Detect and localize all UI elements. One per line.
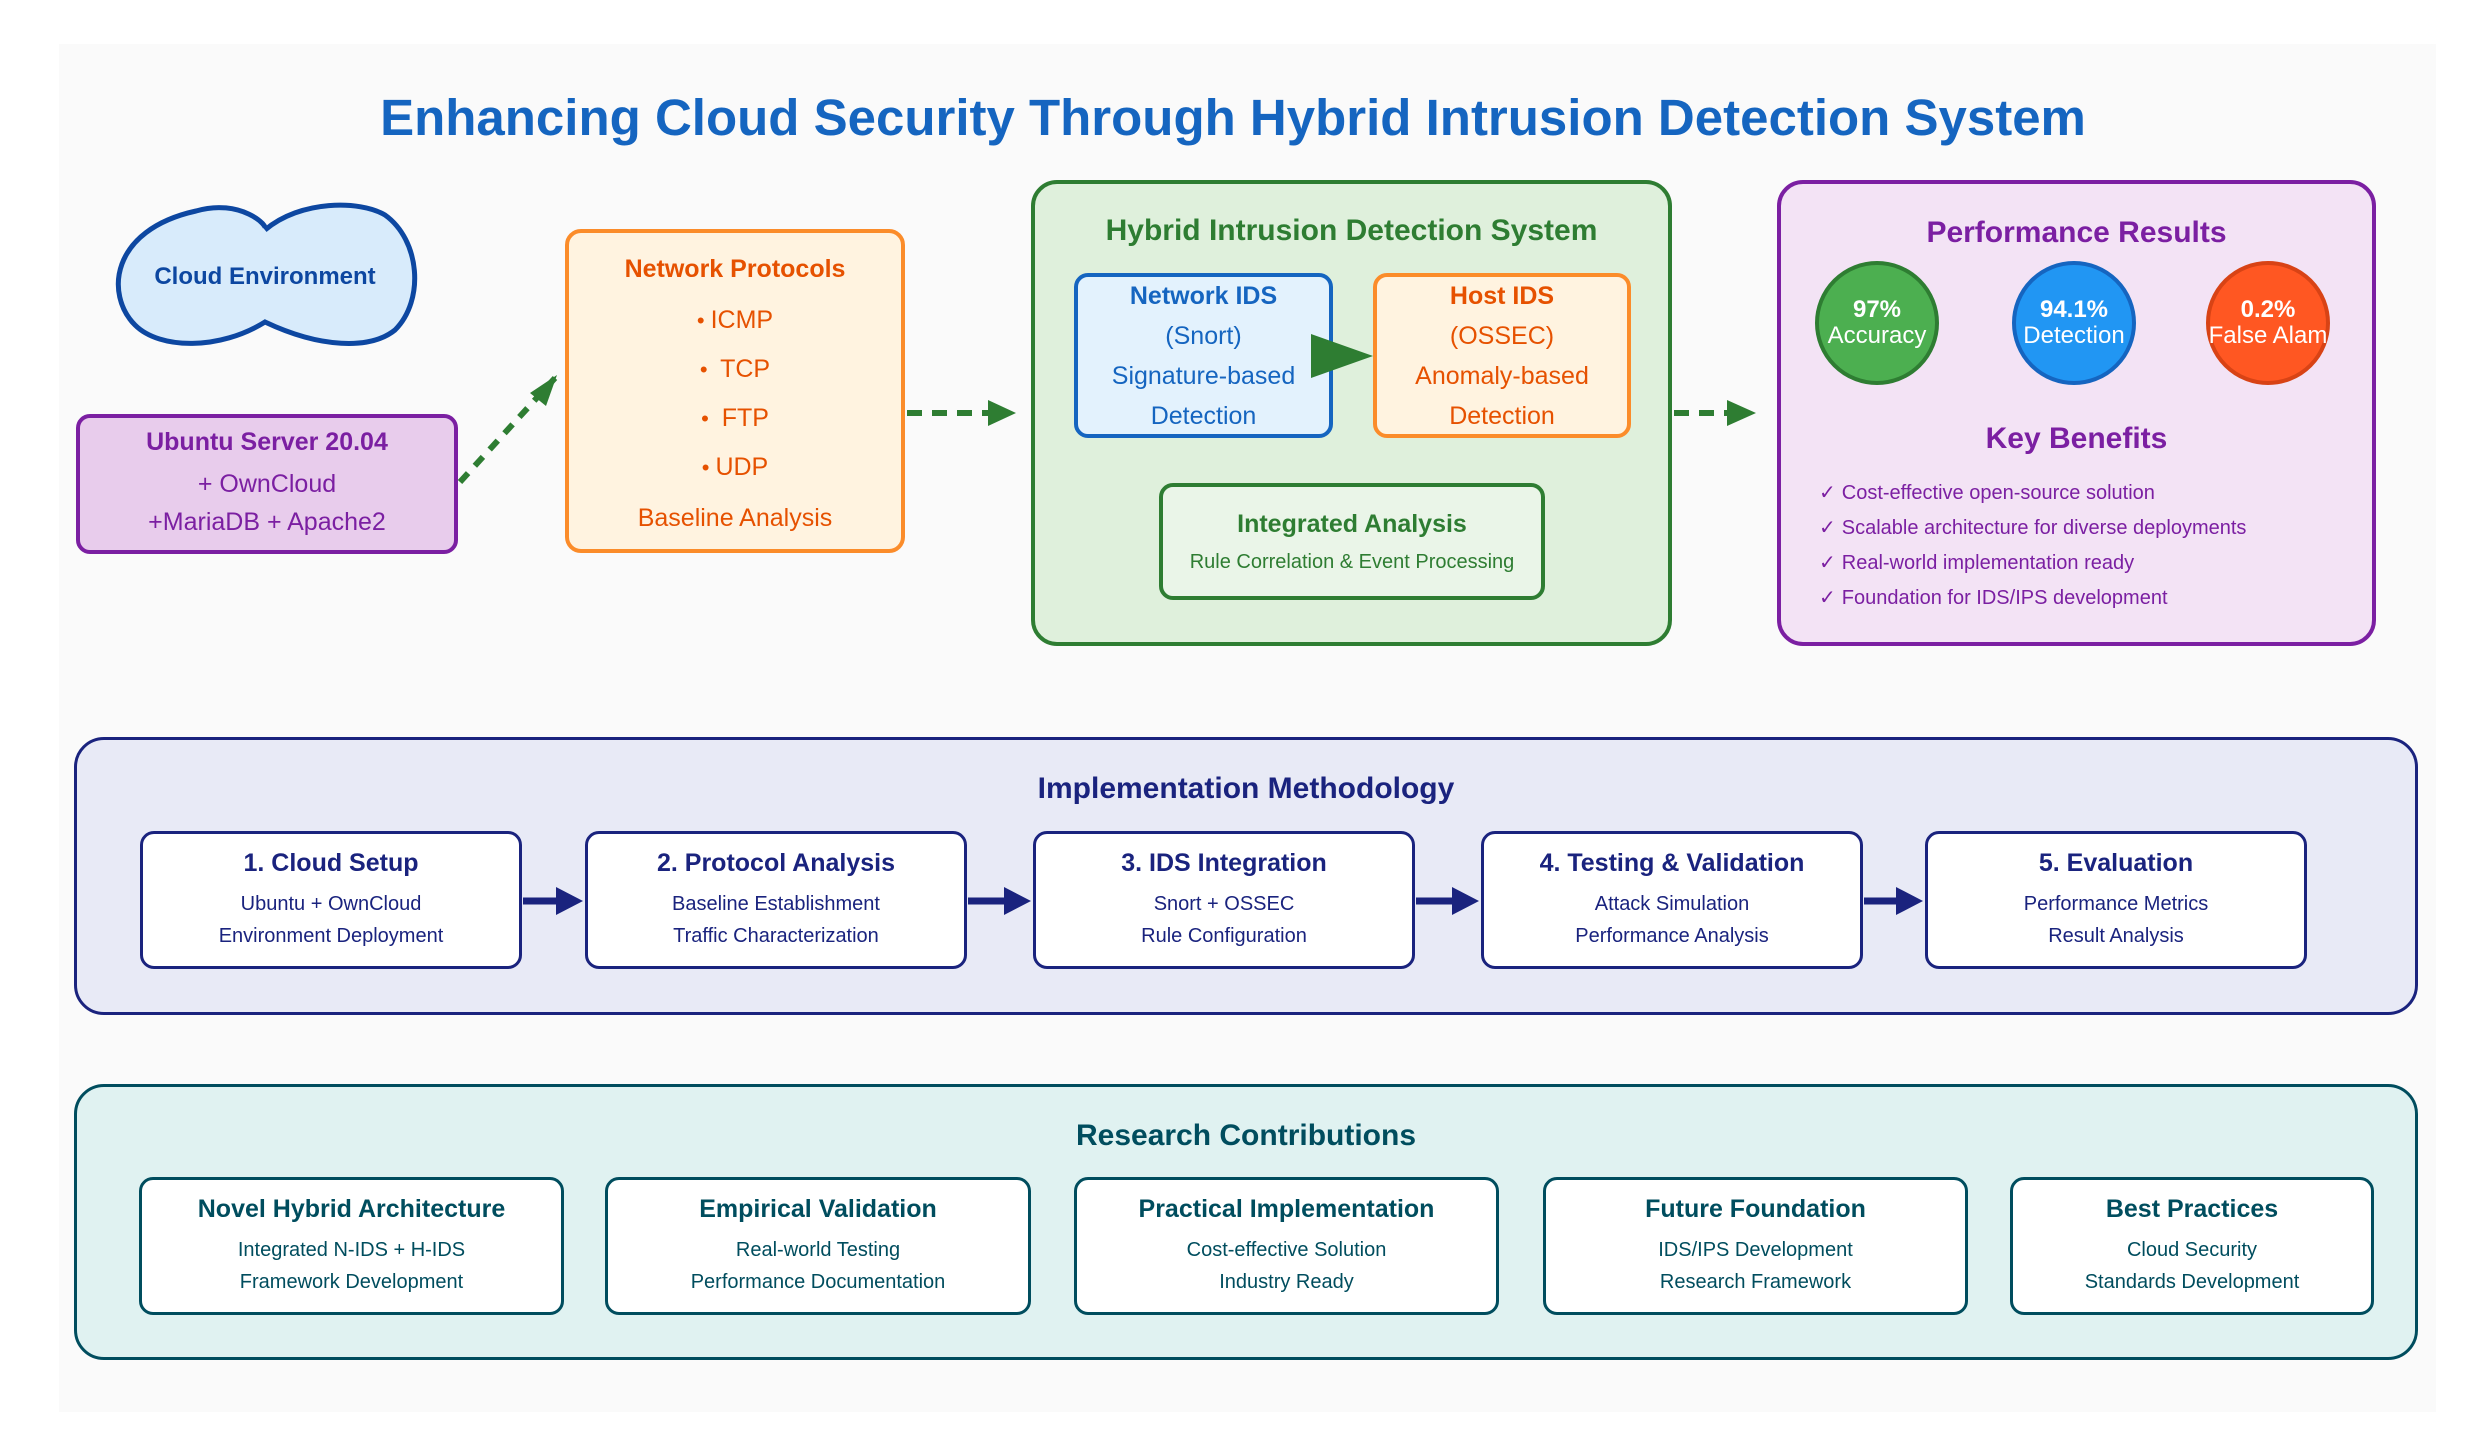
method-step: 4. Testing & Validation Attack Simulatio… <box>1481 831 1863 969</box>
step-line: Performance Analysis <box>1575 924 1769 947</box>
bullet-icon: • <box>696 308 705 333</box>
step-line: Rule Configuration <box>1141 924 1307 947</box>
card-line: Performance Documentation <box>690 1270 946 1293</box>
check-icon: ✓ <box>1819 482 1836 504</box>
protocols-box: Network Protocols •ICMP • TCP • FTP •UDP… <box>565 229 905 553</box>
benefit-item: ✓Foundation for IDS/IPS development <box>1819 587 2168 609</box>
host-ids-title: Host IDS <box>1449 281 1555 310</box>
metric-label: False Alam <box>2208 322 2328 349</box>
bullet-icon: • <box>701 455 710 480</box>
integrated-title: Integrated Analysis <box>1237 509 1467 538</box>
protocols-footer: Baseline Analysis <box>637 504 833 532</box>
method-step: 2. Protocol Analysis Baseline Establishm… <box>585 831 967 969</box>
step-line: Performance Metrics <box>2023 892 2209 915</box>
server-box: Ubuntu Server 20.04 + OwnCloud +MariaDB … <box>76 414 458 554</box>
card-line: Cloud Security <box>2126 1238 2258 1261</box>
card-line: Framework Development <box>239 1270 464 1293</box>
integrated-analysis-box: Integrated Analysis Rule Correlation & E… <box>1159 483 1545 600</box>
card-title: Empirical Validation <box>699 1194 937 1223</box>
step-title: 1. Cloud Setup <box>243 848 419 877</box>
card-title: Best Practices <box>2105 1194 2279 1223</box>
key-benefits-title: Key Benefits <box>1985 422 2168 455</box>
card-line: Integrated N-IDS + H-IDS <box>237 1238 466 1261</box>
protocol-item: • TCP <box>699 355 771 383</box>
step-line: Result Analysis <box>2048 924 2184 947</box>
metric-label: Accuracy <box>1827 322 1927 349</box>
host-ids-line: (OSSEC) <box>1449 321 1555 350</box>
protocols-title: Network Protocols <box>624 255 846 283</box>
methodology-title: Implementation Methodology <box>1037 772 1455 805</box>
card-line: Real-world Testing <box>735 1238 901 1261</box>
card-line: Research Framework <box>1659 1270 1852 1293</box>
step-title: 2. Protocol Analysis <box>656 848 896 877</box>
metric-value: 0.2% <box>2240 296 2296 323</box>
metric-false-alarm: 0.2% False Alam <box>2206 261 2330 385</box>
server-title: Ubuntu Server 20.04 <box>146 427 388 456</box>
server-line: + OwnCloud <box>197 469 337 498</box>
step-title: 5. Evaluation <box>2038 848 2194 877</box>
cloud-label: Cloud Environment <box>154 263 376 290</box>
step-line: Baseline Establishment <box>672 892 880 915</box>
card-line: Standards Development <box>2084 1270 2300 1293</box>
page-title: Enhancing Cloud Security Through Hybrid … <box>380 89 2086 146</box>
step-line: Snort + OSSEC <box>1153 892 1295 915</box>
contribution-card: Novel Hybrid Architecture Integrated N-I… <box>139 1177 564 1315</box>
check-icon: ✓ <box>1819 517 1836 539</box>
protocol-item: • FTP <box>701 404 769 432</box>
performance-title: Performance Results <box>1926 216 2227 249</box>
method-step: 3. IDS Integration Snort + OSSEC Rule Co… <box>1033 831 1415 969</box>
metric-label: Detection <box>2023 322 2125 349</box>
method-step: 5. Evaluation Performance Metrics Result… <box>1925 831 2307 969</box>
hybrid-title: Hybrid Intrusion Detection System <box>1105 214 1598 247</box>
step-line: Attack Simulation <box>1594 892 1750 915</box>
method-step: 1. Cloud Setup Ubuntu + OwnCloud Environ… <box>140 831 522 969</box>
benefits-list: ✓Cost-effective open-source solution ✓Sc… <box>1819 476 2246 616</box>
step-line: Traffic Characterization <box>673 924 879 947</box>
server-line: +MariaDB + Apache2 <box>148 507 386 536</box>
network-ids-line: (Snort) <box>1165 321 1242 350</box>
benefit-item: ✓Real-world implementation ready <box>1819 552 2135 574</box>
host-ids-box: Host IDS (OSSEC) Anomaly-based Detection <box>1373 273 1631 438</box>
check-icon: ✓ <box>1819 552 1836 574</box>
host-ids-line: Anomaly-based <box>1415 361 1589 390</box>
bullet-icon: • <box>701 406 709 431</box>
metric-value: 94.1% <box>2039 296 2109 323</box>
card-title: Practical Implementation <box>1138 1194 1435 1223</box>
benefit-item: ✓Scalable architecture for diverse deplo… <box>1819 517 2247 539</box>
contributions-title: Research Contributions <box>1075 1119 1417 1152</box>
card-line: IDS/IPS Development <box>1658 1238 1853 1261</box>
metric-accuracy: 97% Accuracy <box>1815 261 1939 385</box>
check-icon: ✓ <box>1819 587 1836 609</box>
benefit-item: ✓Cost-effective open-source solution <box>1819 482 2155 504</box>
contribution-card: Practical Implementation Cost-effective … <box>1074 1177 1499 1315</box>
card-title: Novel Hybrid Architecture <box>197 1194 506 1223</box>
protocol-item: •ICMP <box>696 306 774 334</box>
host-ids-line: Detection <box>1449 401 1555 430</box>
network-ids-title: Network IDS <box>1129 281 1278 310</box>
integrated-subtitle: Rule Correlation & Event Processing <box>1189 550 1515 573</box>
bullet-icon: • <box>699 357 708 382</box>
network-ids-line: Signature-based <box>1111 361 1296 390</box>
step-line: Environment Deployment <box>218 924 444 947</box>
card-line: Cost-effective Solution <box>1186 1238 1387 1261</box>
metric-value: 97% <box>1852 296 1902 323</box>
metric-detection: 94.1% Detection <box>2012 261 2136 385</box>
network-ids-line: Detection <box>1150 401 1257 430</box>
performance-box: Performance Results Key Benefits ✓Cost-e… <box>1777 180 2376 646</box>
network-ids-box: Network IDS (Snort) Signature-based Dete… <box>1074 273 1333 438</box>
contribution-card: Future Foundation IDS/IPS Development Re… <box>1543 1177 1968 1315</box>
card-line: Industry Ready <box>1219 1270 1354 1293</box>
step-title: 4. Testing & Validation <box>1539 848 1805 877</box>
step-line: Ubuntu + OwnCloud <box>240 892 422 915</box>
protocol-item: •UDP <box>701 453 769 481</box>
step-title: 3. IDS Integration <box>1121 848 1327 877</box>
card-title: Future Foundation <box>1645 1194 1866 1223</box>
contribution-card: Best Practices Cloud Security Standards … <box>2010 1177 2374 1315</box>
contribution-card: Empirical Validation Real-world Testing … <box>605 1177 1031 1315</box>
